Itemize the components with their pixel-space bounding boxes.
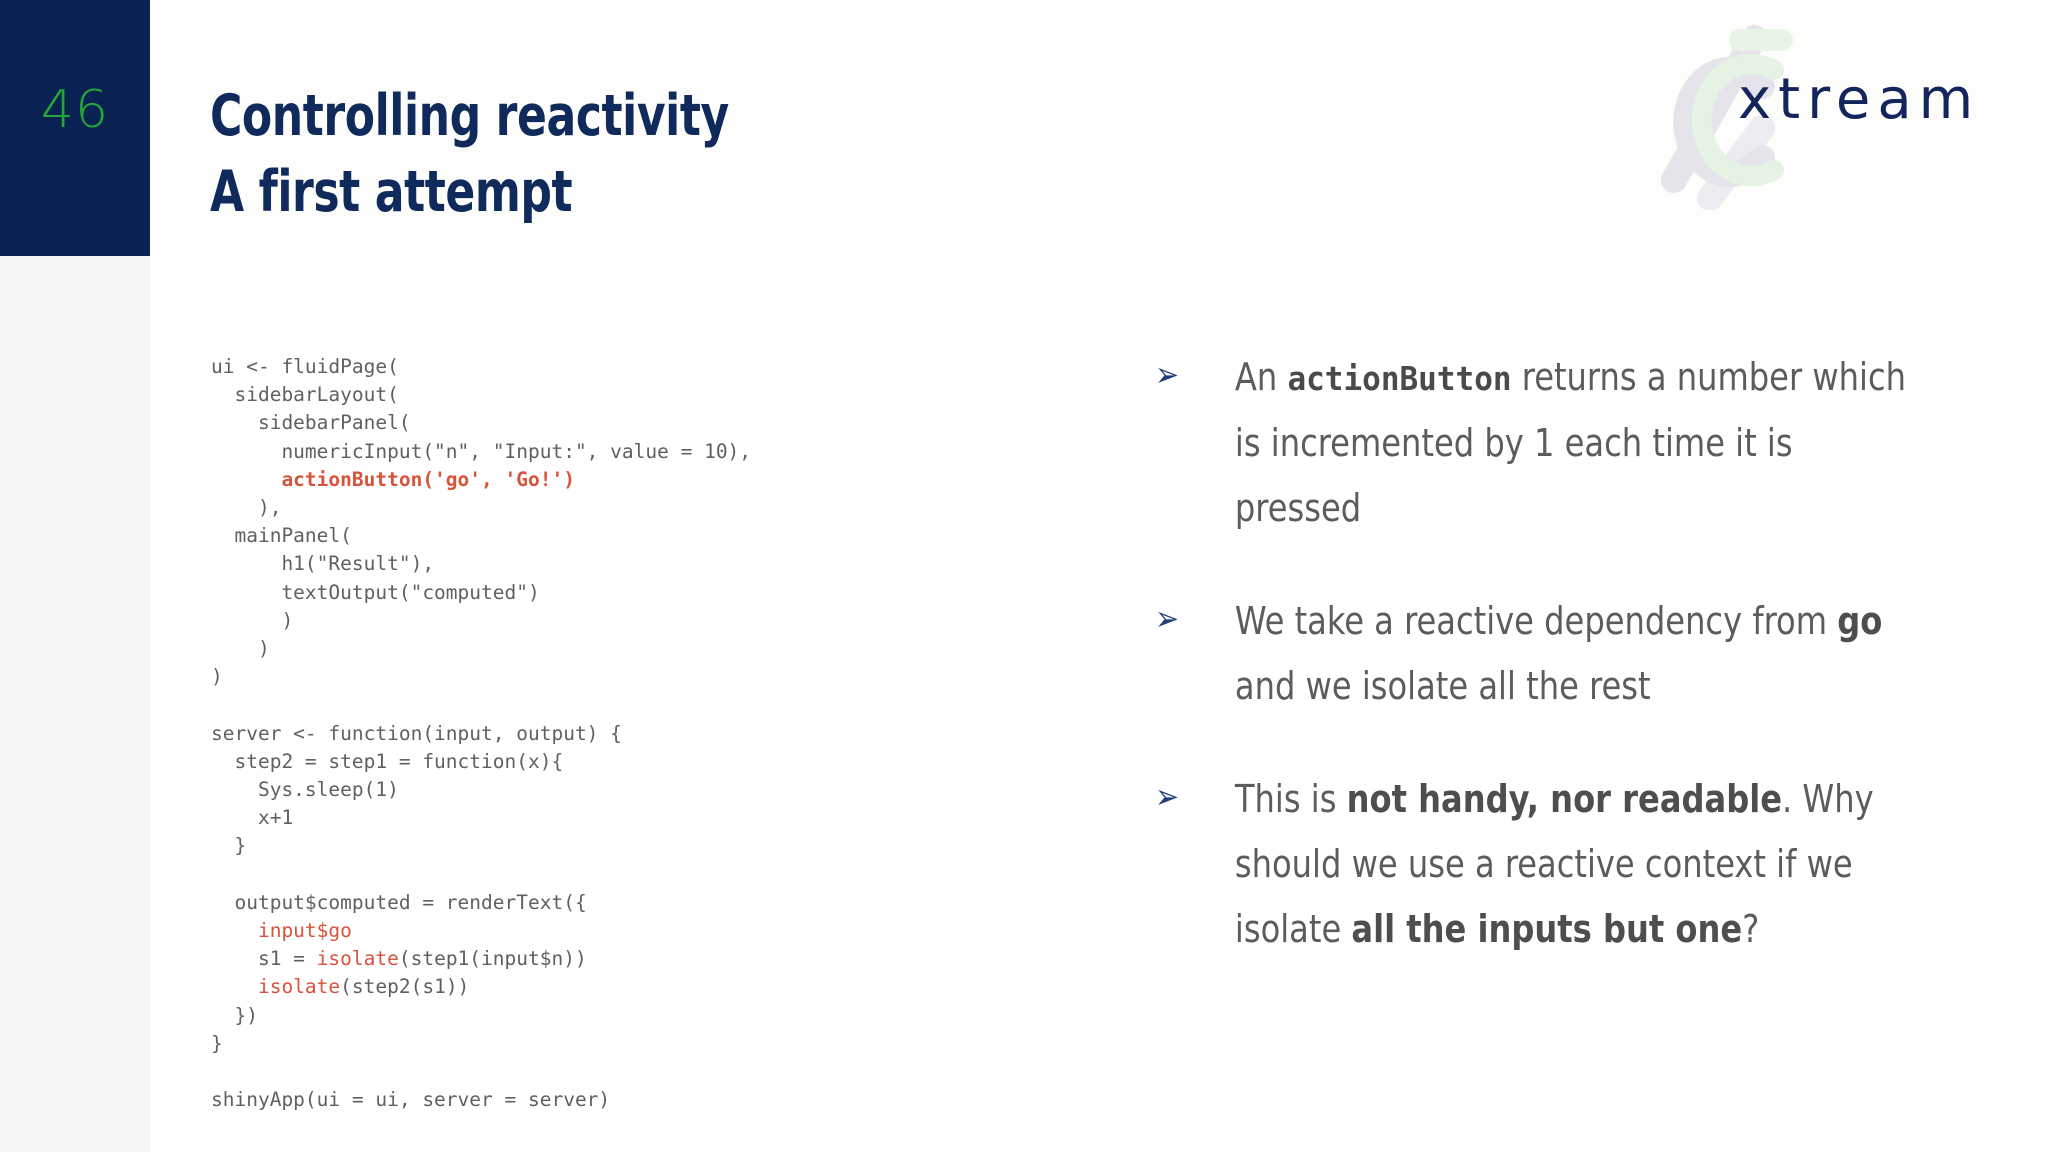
bullet-item-1: ➢ An actionButton returns a number which … [1155,345,1907,541]
brand-logo: xtream [1650,10,1980,210]
code-line: sidebarPanel( [211,411,411,435]
code-line: sidebarLayout( [211,383,399,407]
bullet-text: This is [1234,777,1347,821]
code-line: textOutput("computed") [211,580,540,604]
code-line: ), [211,496,282,520]
code-line: }) [211,1003,258,1027]
code-line: shinyApp(ui = ui, server = server) [211,1088,611,1112]
page-title-line-1: Controlling reactivity [210,83,729,149]
page-number-block: 46 [0,0,150,256]
code-line: ) [211,665,223,689]
code-line: h1("Result"), [211,552,435,576]
bullet-text: ? [1742,907,1760,951]
bullet-item-3: ➢ This is not handy, nor readable. Why sh… [1155,767,1907,962]
code-line: input$go [211,919,352,943]
page-title-line-2: A first attempt [210,159,573,225]
code-line: } [211,834,247,858]
code-line: ) [211,608,294,632]
code-line: Sys.sleep(1) [211,778,399,802]
bullet-emphasis: go [1837,599,1883,643]
code-line: s1 = isolate(step1(input$n)) [211,947,587,971]
code-line: } [211,1031,223,1055]
bullet-arrow-icon: ➢ [1155,777,1180,817]
bullet-arrow-icon: ➢ [1155,355,1180,395]
xtream-x-mark-icon [1661,25,1793,210]
bullet-emphasis: not handy, nor readable [1346,777,1783,821]
bullet-text: . Why should we use a reactive context i… [1234,777,1874,951]
bullet-list: ➢ An actionButton returns a number which … [1155,345,1955,1010]
bullet-text: and we isolate all the rest [1234,664,1651,708]
code-line: ui <- fluidPage( [211,355,399,378]
background-left-strip [0,256,150,1152]
code-line: ) [211,637,270,661]
bullet-emphasis: all the inputs but one [1351,907,1743,951]
bullet-text: We take a reactive dependency from [1234,599,1838,643]
bullet-arrow-icon: ➢ [1155,599,1180,639]
background-bottom [0,256,2048,1152]
bullet-code-token: actionButton [1287,359,1512,398]
bullet-text: An [1234,355,1288,399]
bullet-item-2: ➢ We take a reactive dependency from go a… [1155,589,1907,719]
bullet-text: returns a number which is incremented by… [1234,355,1907,530]
code-block: ui <- fluidPage( sidebarLayout( sidebarP… [211,353,751,1114]
code-line: output$computed = renderText({ [211,890,587,914]
code-line: server <- function(input, output) { [211,721,622,745]
page-number: 46 [40,80,110,140]
code-line: mainPanel( [211,524,352,548]
code-line: isolate(step2(s1)) [257,975,470,999]
code-line: step2 = step1 = function(x){ [211,749,564,773]
brand-wordmark: xtream [1738,67,1981,132]
code-line: x+1 [211,806,294,830]
code-line: actionButton('go', 'Go!') [211,467,575,491]
page-title: Controlling reactivity A first attempt [210,78,729,230]
code-line: numericInput("n", "Input:", value = 10), [211,439,752,463]
